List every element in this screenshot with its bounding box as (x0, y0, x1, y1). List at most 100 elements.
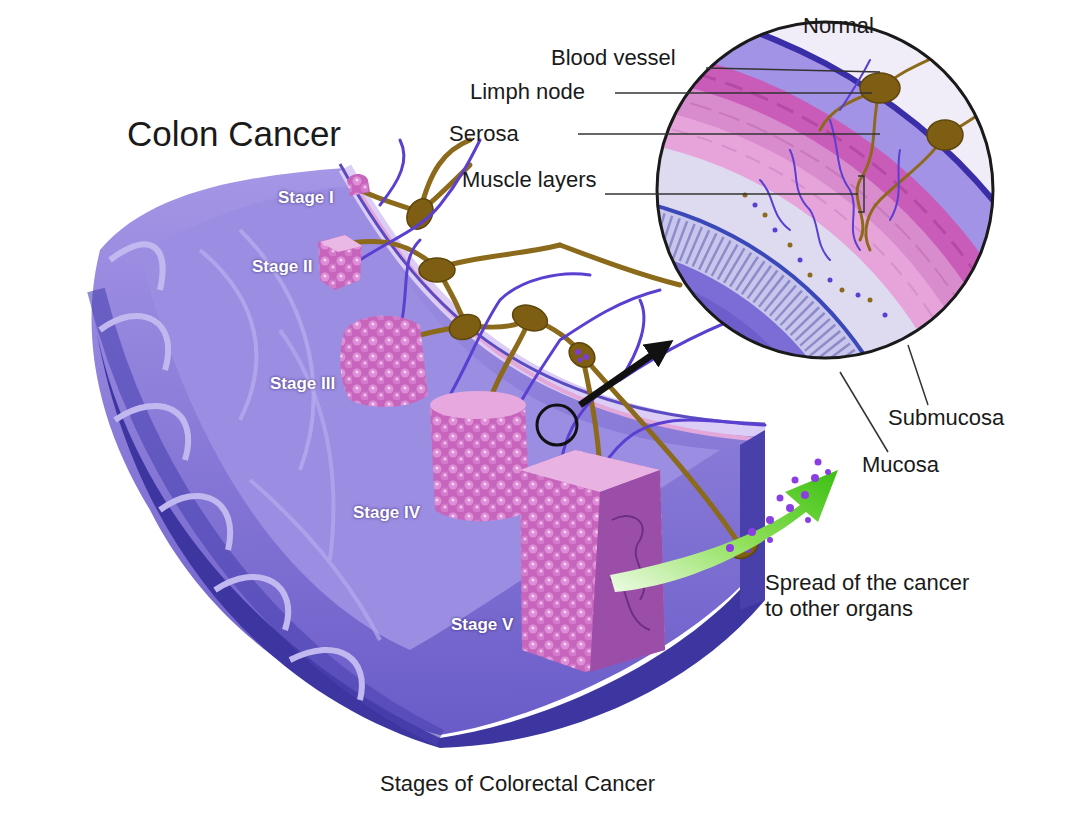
inset-section (191, 191, 929, 821)
inset-section (808, 273, 813, 278)
colon-body (200, 250, 256, 420)
colon-body (115, 406, 188, 460)
spread-arrow (786, 504, 794, 512)
inset-section (868, 298, 873, 303)
spread-arrow (777, 495, 784, 502)
leader-line (908, 345, 928, 405)
title: Colon Cancer (127, 113, 341, 155)
inset-section (856, 293, 861, 298)
colon-body (240, 230, 314, 470)
leader-line (615, 92, 872, 94)
lymph-node (509, 301, 551, 336)
spread-arrow (811, 474, 819, 482)
colon-body (290, 650, 362, 700)
caption: Stages of Colorectal Cancer (380, 771, 655, 797)
colon-body (215, 577, 288, 630)
leader-line (578, 133, 880, 135)
leader-line (605, 193, 858, 195)
colon-body (160, 496, 230, 550)
leader-line (578, 68, 928, 452)
spread-arrow (801, 491, 809, 499)
part-label: Muscle layers (462, 167, 596, 193)
inset-section (830, 120, 860, 250)
inset-section (866, 135, 945, 250)
colon-body (280, 330, 333, 560)
tumour (520, 450, 665, 672)
inset-section (70, 70, 1050, 821)
inset-section (218, 218, 902, 821)
spread-arrow (726, 459, 831, 553)
inset-section (773, 228, 778, 233)
leader-line (858, 176, 864, 212)
part-label: Limph node (470, 79, 585, 105)
tumour (430, 391, 526, 419)
tumour (347, 174, 370, 196)
inset-section (260, 260, 860, 821)
inset-section (840, 288, 845, 293)
inset-section (743, 193, 873, 303)
stage-label: Stage IV (353, 503, 420, 523)
inset-section (763, 213, 768, 218)
part-label: Blood vessel (551, 45, 676, 71)
colon-body (100, 316, 168, 370)
blood-vessel (380, 140, 404, 205)
stage-label: Stage III (270, 374, 335, 394)
colon-body (740, 430, 765, 610)
inset-border (657, 22, 993, 358)
blood-vessel (400, 240, 420, 330)
colon-body (110, 244, 163, 290)
part-label: Submucosa (888, 405, 1004, 431)
spread-arrow (805, 517, 811, 523)
inset-title: Normal (803, 13, 874, 39)
colon-body (92, 164, 765, 748)
stage-label: Stage I (278, 188, 334, 208)
colon-body (92, 168, 765, 735)
inset-section (890, 150, 900, 220)
lymph-vessel (560, 245, 680, 285)
tumour (318, 174, 665, 672)
note: Spread of the cancer to other organs (765, 570, 990, 623)
lymph-node (564, 338, 600, 373)
stage-label: Stage V (451, 615, 513, 635)
part-label: Mucosa (862, 452, 939, 478)
lymph-node (419, 258, 455, 282)
tumour (318, 235, 362, 290)
inset-section (788, 243, 793, 248)
zoom-pointer (537, 348, 662, 445)
spread-arrow (748, 528, 756, 536)
metastatic-cells (578, 358, 583, 363)
inset-section (40, 40, 1080, 821)
inset-section (860, 73, 900, 103)
zoom-pointer (580, 348, 662, 405)
metastatic-cells (583, 354, 589, 360)
inset-section (135, 135, 985, 821)
inset-section (790, 150, 830, 260)
inset-section (115, 115, 1005, 821)
inset-section (883, 313, 888, 318)
zoom-pointer (537, 405, 577, 445)
inset-section (798, 258, 803, 263)
inset-section (760, 180, 790, 230)
spread-arrow (792, 477, 799, 484)
inset-section (828, 278, 833, 283)
inset-section (927, 120, 963, 150)
leader-line (840, 372, 888, 452)
spread-arrow (825, 469, 831, 475)
inset-section (753, 203, 888, 318)
lymph-vessel (490, 318, 530, 400)
inset-section (760, 60, 900, 260)
inset-section (195, 195, 925, 821)
inset-section (100, 100, 1020, 821)
spread-arrow (766, 516, 774, 524)
spread-arrow (815, 459, 822, 466)
inset-section (85, 85, 1035, 821)
tumour (320, 235, 362, 252)
spread-arrow (767, 537, 773, 543)
leader-line (706, 68, 880, 72)
tumour (340, 316, 428, 407)
